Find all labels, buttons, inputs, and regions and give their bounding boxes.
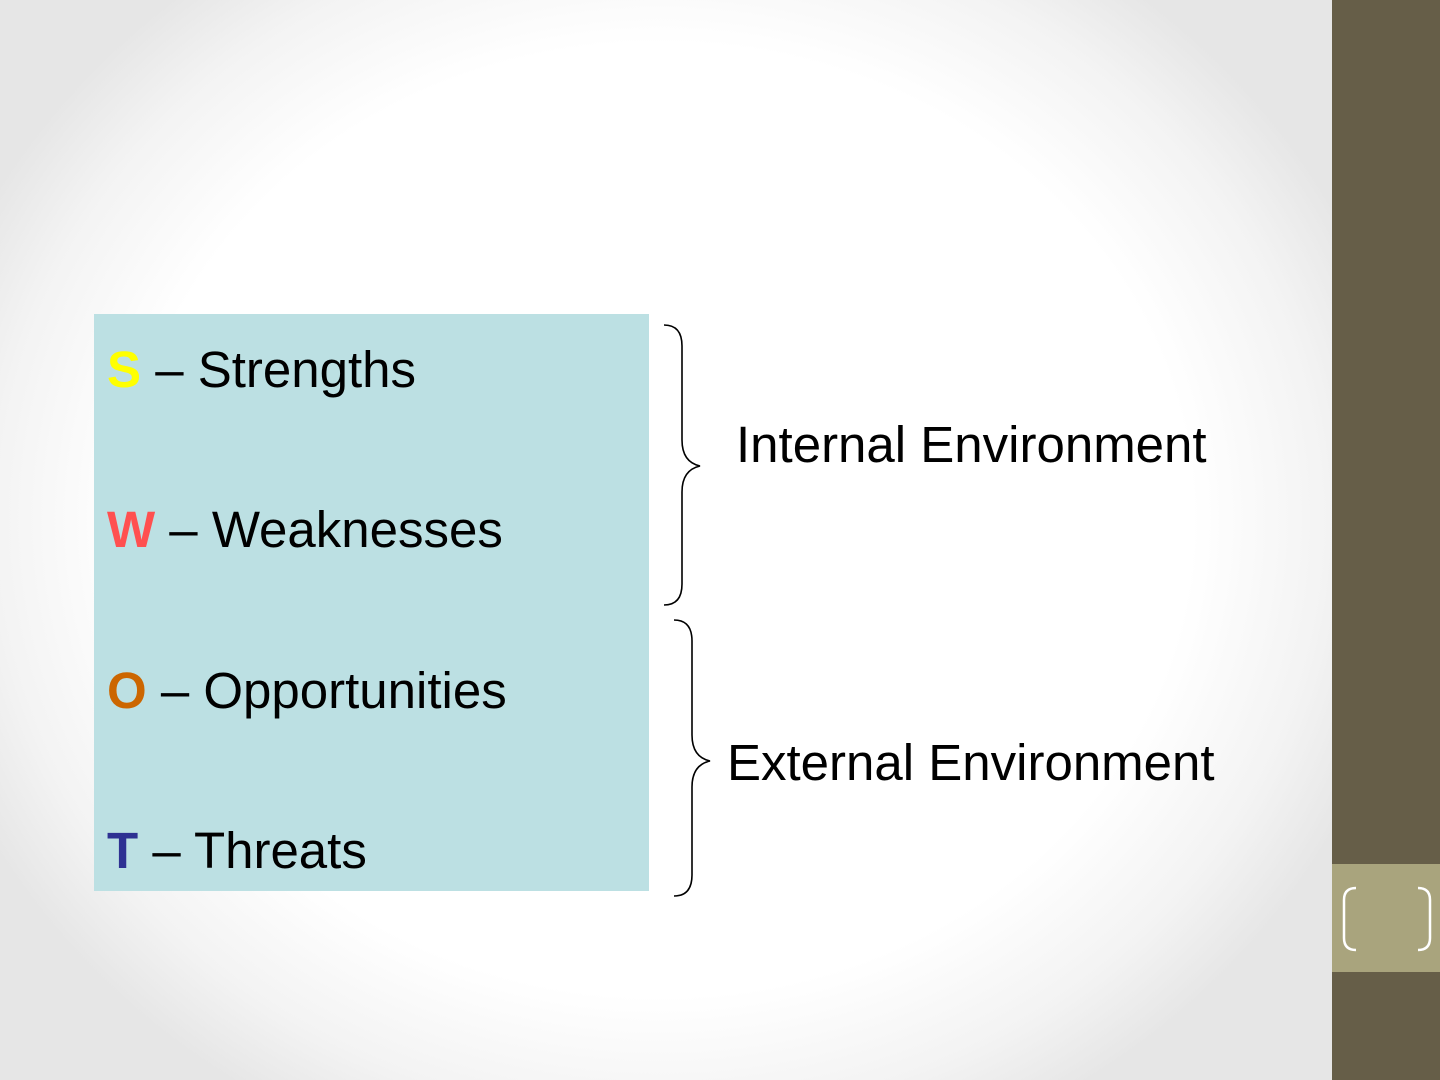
swot-text-opportunities: – Opportunities bbox=[147, 662, 507, 719]
swot-letter-t: T bbox=[107, 822, 138, 879]
swot-box: S – Strengths W – Weaknesses O – Opportu… bbox=[94, 314, 649, 891]
external-environment-label: External Environment bbox=[727, 737, 1215, 788]
swot-item-weaknesses: W – Weaknesses bbox=[107, 504, 503, 555]
swot-letter-s: S bbox=[107, 341, 141, 398]
swot-item-strengths: S – Strengths bbox=[107, 344, 416, 395]
swot-item-opportunities: O – Opportunities bbox=[107, 665, 507, 716]
slide: S – Strengths W – Weaknesses O – Opportu… bbox=[0, 0, 1332, 1080]
page-number-brackets-icon bbox=[1332, 864, 1440, 972]
swot-letter-o: O bbox=[107, 662, 147, 719]
swot-text-threats: – Threats bbox=[138, 822, 367, 879]
internal-environment-label: Internal Environment bbox=[736, 419, 1207, 470]
swot-text-strengths: – Strengths bbox=[141, 341, 416, 398]
external-brace-icon bbox=[670, 617, 720, 902]
swot-item-threats: T – Threats bbox=[107, 825, 367, 876]
internal-brace-icon bbox=[660, 322, 710, 612]
swot-letter-w: W bbox=[107, 501, 155, 558]
page-number-tab bbox=[1332, 864, 1440, 972]
swot-text-weaknesses: – Weaknesses bbox=[155, 501, 503, 558]
